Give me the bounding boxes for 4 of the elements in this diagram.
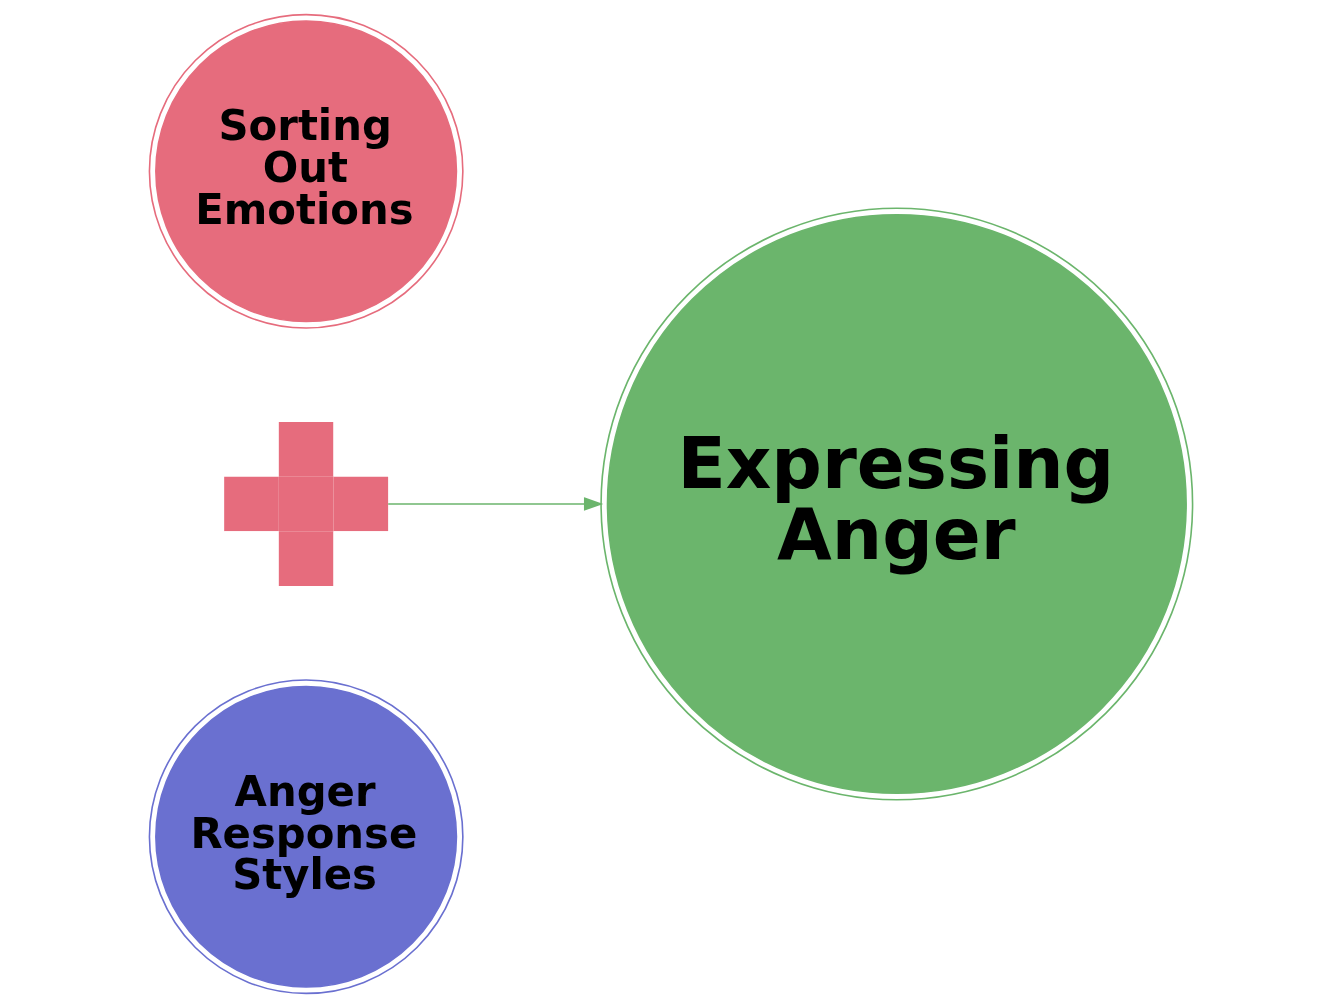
node-circle: Anger Response Styles [148,679,464,995]
node-circle: Sorting Out Emotions [148,13,464,329]
arrow [386,497,603,511]
node-circle: Expressing Anger [599,207,1193,801]
